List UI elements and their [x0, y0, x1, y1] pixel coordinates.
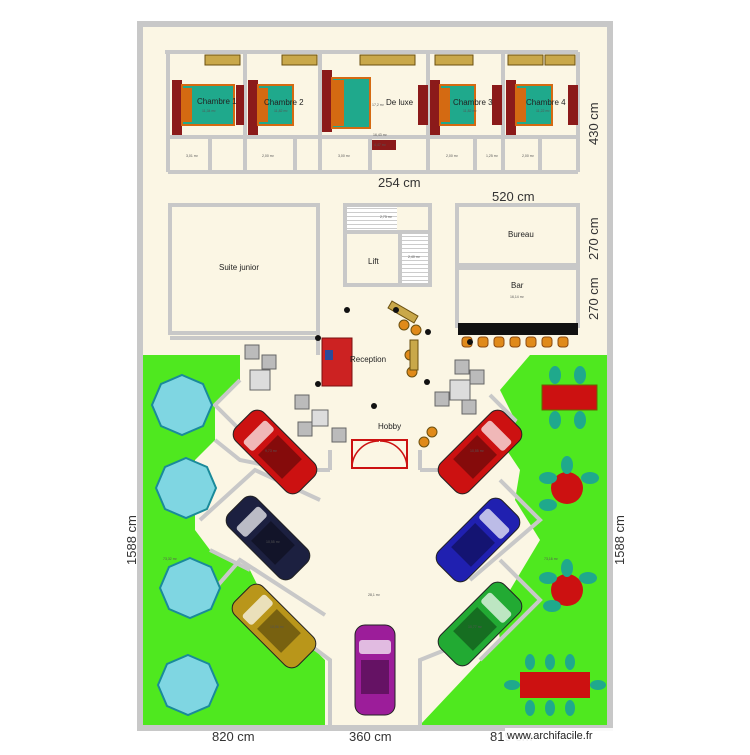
area-small: 4,47 m² [374, 143, 387, 147]
area-lift: 2,75 m² [380, 215, 393, 219]
garden-right [420, 355, 607, 725]
car [437, 409, 523, 495]
bedroom-furniture [172, 54, 578, 150]
bedroom-walls [165, 50, 580, 174]
dim-right-top-height: 430 cm [586, 102, 601, 145]
car [354, 624, 396, 716]
area-bath4: 2,00 m² [446, 154, 459, 158]
label-suite: Suite junior [219, 263, 259, 272]
area-deluxe: 17,2 m² [372, 103, 385, 107]
dim-bottom-left: 820 cm [212, 729, 255, 744]
label-bureau: Bureau [508, 230, 534, 239]
car [437, 581, 523, 667]
area-bay-1: 9,73 m² [265, 449, 278, 453]
watermark-bg [505, 728, 625, 742]
car [232, 409, 318, 495]
middle-walls [168, 203, 580, 355]
dim-top-width: 254 cm [378, 175, 421, 190]
label-hobby: Hobby [378, 422, 401, 431]
label-reception: Reception [350, 355, 386, 364]
bar-counter [458, 323, 578, 335]
area-bar: 16,14 m² [510, 295, 525, 299]
label-chambre1: Chambre 1 [197, 97, 237, 106]
area-bay-3: 10,56 m² [270, 625, 285, 629]
area-garden-left: 73,32 m² [163, 557, 178, 561]
area-bath2: 2,00 m² [262, 154, 275, 158]
car [231, 583, 317, 669]
label-chambre2: Chambre 2 [264, 98, 304, 107]
parking-walls [198, 378, 543, 725]
umbrellas [150, 373, 222, 717]
corridor [170, 175, 580, 200]
area-stairs: 2,40 m² [408, 255, 421, 259]
area-bay-4: 10,55 m² [470, 449, 485, 453]
garden-tables [504, 366, 606, 716]
reception-furniture [244, 300, 485, 469]
area-bay-5: 10,77 m² [468, 625, 483, 629]
staircase [402, 234, 428, 283]
area-chambre4: 11,22 m² [536, 109, 550, 113]
area-bath1: 3,01 m² [186, 154, 199, 158]
bar-stools [461, 336, 569, 348]
label-chambre4: Chambre 4 [526, 98, 566, 107]
dim-bar-height: 270 cm [586, 277, 601, 320]
label-chambre3: Chambre 3 [453, 98, 493, 107]
dim-right-block: 520 cm [492, 189, 535, 204]
room-labels: Chambre 1 11,34 m² Chambre 2 11,82 m² De… [163, 97, 566, 629]
dim-bottom-mid: 360 cm [349, 729, 392, 744]
label-bar: Bar [511, 281, 524, 290]
staircase-top [347, 207, 397, 230]
area-bay-2: 10,55 m² [266, 540, 281, 544]
watermark: www.archifacile.fr [506, 730, 593, 742]
area-parking: 28,1 m² [368, 593, 381, 597]
car [225, 495, 311, 581]
dim-bureau-height: 270 cm [586, 217, 601, 260]
car [435, 497, 521, 583]
area-corridor: 16,43 m² [373, 133, 388, 137]
area-chambre2: 11,82 m² [274, 109, 288, 113]
label-lift: Lift [368, 257, 379, 266]
area-bath5: 1,25 m² [486, 154, 499, 158]
cars [225, 409, 523, 716]
area-bath3: 3,00 m² [338, 154, 351, 158]
dim-right-height: 1588 cm [612, 515, 627, 565]
area-chambre3: 11,82 m² [463, 109, 477, 113]
label-deluxe: De luxe [386, 98, 414, 107]
dim-left-height: 1588 cm [124, 515, 139, 565]
area-garden-right: 73,16 m² [544, 557, 559, 561]
area-chambre1: 11,34 m² [202, 109, 216, 113]
area-bath6: 2,00 m² [522, 154, 535, 158]
